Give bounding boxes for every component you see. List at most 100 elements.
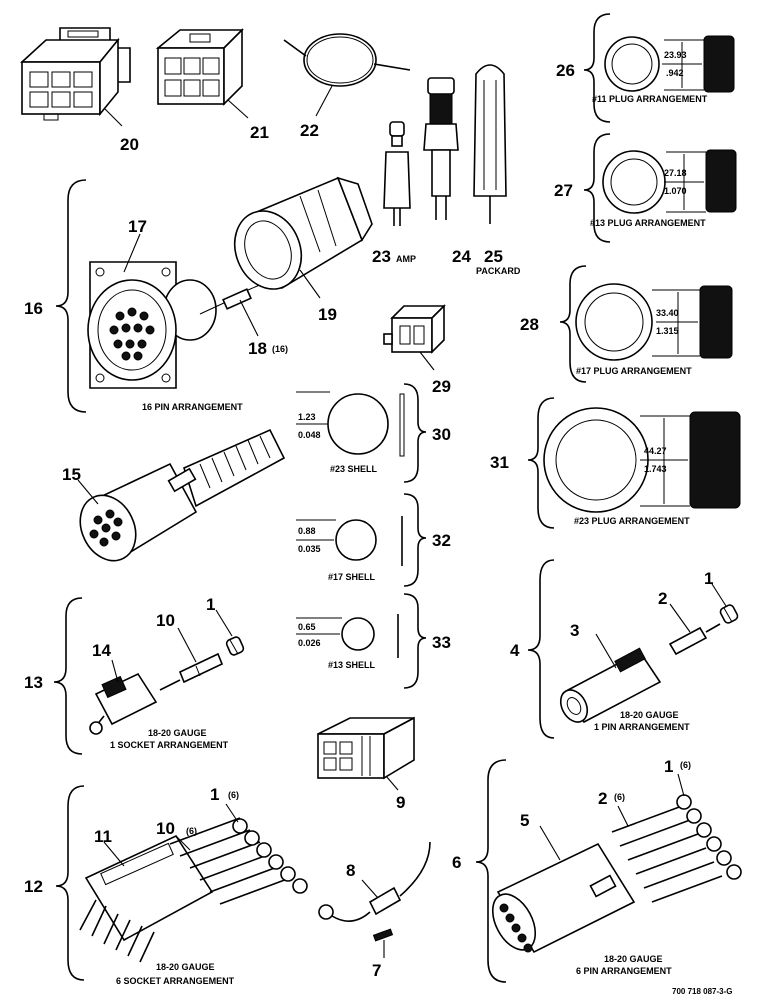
part-label-18: 18 (248, 339, 267, 358)
part-label-7: 7 (372, 961, 381, 980)
pigtail-8-drawing (318, 841, 431, 922)
bracket-27 (583, 133, 611, 243)
packard-tool-25-drawing (473, 64, 507, 224)
part-label-8: 8 (346, 861, 355, 880)
part-label-27: 27 (554, 181, 573, 200)
bracket-6 (475, 759, 507, 983)
plug-31-dim-in: 1.743 (644, 464, 667, 474)
part-label-4: 4 (510, 641, 520, 660)
part-label-3: 3 (570, 621, 579, 640)
caption-12-line2: 6 SOCKET ARRANGEMENT (116, 976, 235, 986)
part-label-24: 24 (452, 247, 471, 266)
seals-1c-drawing (232, 818, 308, 894)
part-label-20: 20 (120, 135, 139, 154)
plug-26-dim-mm: 23.93 (664, 50, 687, 60)
part-label-23: 23 (372, 247, 391, 266)
part-label-9: 9 (396, 793, 405, 812)
pin-housing-5-drawing (491, 842, 636, 954)
plug-28-dim-mm: 33.40 (656, 308, 679, 318)
bracket-13 (53, 597, 83, 755)
bracket-28 (559, 265, 587, 383)
plug-26-caption: #11 PLUG ARRANGEMENT (592, 94, 708, 104)
caption-6-line1: 18-20 GAUGE (604, 954, 663, 964)
caption-12-line1: 18-20 GAUGE (156, 962, 215, 972)
part-label-13: 13 (24, 673, 43, 692)
connector-21-drawing (155, 28, 244, 106)
part-label-21: 21 (250, 123, 269, 142)
part-label-2a: 2 (658, 589, 667, 608)
part-25-note: PACKARD (476, 266, 521, 276)
part-label-11: 11 (94, 827, 112, 846)
shell-30-caption: #23 SHELL (330, 464, 378, 474)
caption-13-line1: 18-20 GAUGE (148, 728, 207, 738)
pin-contact-2a-drawing (668, 623, 721, 656)
bracket-32 (403, 493, 427, 587)
socket-contacts-10b-drawing (169, 817, 291, 905)
part-label-12: 12 (24, 877, 43, 896)
bracket-31 (527, 397, 555, 529)
part-label-1d: 1 (664, 757, 673, 776)
shell-30-drawing (296, 391, 405, 457)
part-label-17: 17 (128, 217, 147, 236)
receptacle-16-caption: 16 PIN ARRANGEMENT (142, 402, 243, 412)
socket-housing-11-drawing (79, 834, 214, 963)
plug-27-drawing (602, 149, 737, 214)
tool-24-drawing (423, 77, 459, 220)
bracket-16 (55, 179, 87, 413)
part-1c-qty: (6) (228, 790, 239, 800)
bracket-4 (527, 559, 555, 739)
shell-33-drawing (296, 614, 399, 658)
amp-tool-23-drawing (383, 121, 411, 226)
receptacle-17-drawing (87, 261, 217, 389)
plug-28-drawing (575, 283, 733, 361)
part-label-32: 32 (432, 531, 451, 550)
seal-1a-drawing (225, 636, 245, 656)
plug-27-caption: #13 PLUG ARRANGEMENT (590, 218, 706, 228)
part-label-2b: 2 (598, 789, 607, 808)
plug-27-dim-mm: 27.18 (664, 168, 687, 178)
part-label-14: 14 (92, 641, 111, 660)
socket-housing-14-drawing (89, 672, 158, 735)
plug-31-caption: #23 PLUG ARRANGEMENT (574, 516, 690, 526)
part-2b-qty: (6) (614, 792, 625, 802)
connector-20-drawing (19, 27, 131, 121)
shell-33-dim-in: 0.026 (298, 638, 321, 648)
part-label-26: 26 (556, 61, 575, 80)
shell-33-dim-mm: 0.65 (298, 622, 316, 632)
part-label-25: 25 (484, 247, 503, 266)
shell-32-dim-in: 0.035 (298, 544, 321, 554)
pin-contacts-2b-drawing (611, 805, 723, 903)
part-18-qty: (16) (272, 344, 288, 354)
part-label-30: 30 (432, 425, 451, 444)
part-label-19: 19 (318, 305, 337, 324)
part-label-15: 15 (62, 465, 81, 484)
wire-coil-22-drawing (283, 33, 411, 87)
plug-28-dim-in: 1.315 (656, 326, 679, 336)
bracket-12 (55, 785, 85, 981)
terminal-7-drawing (372, 928, 394, 942)
pin-housing-3-drawing (559, 647, 662, 724)
part-10b-qty: (6) (186, 826, 197, 836)
bracket-26 (583, 13, 611, 123)
backshell-19-drawing (233, 176, 373, 290)
part-label-6: 6 (452, 853, 461, 872)
seals-1d-drawing (676, 794, 742, 880)
part-label-31: 31 (490, 453, 509, 472)
plug-31-dim-mm: 44.27 (644, 446, 667, 456)
seal-1b-drawing (719, 604, 739, 624)
part-23-note: AMP (396, 254, 416, 264)
caption-13-line2: 1 SOCKET ARRANGEMENT (110, 740, 229, 750)
part-label-16: 16 (24, 299, 43, 318)
plug-28-caption: #17 PLUG ARRANGEMENT (576, 366, 692, 376)
socket-contact-10a-drawing (159, 652, 224, 691)
part-label-29: 29 (432, 377, 451, 396)
part-label-10b: 10 (156, 819, 175, 838)
shell-32-caption: #17 SHELL (328, 572, 376, 582)
caption-6-line2: 6 PIN ARRANGEMENT (576, 966, 672, 976)
part-1d-qty: (6) (680, 760, 691, 770)
shell-30-dim-in: 0.048 (298, 430, 321, 440)
connector-9-drawing (317, 716, 415, 780)
plug-31-drawing (543, 407, 741, 513)
part-label-1b: 1 (704, 569, 713, 588)
